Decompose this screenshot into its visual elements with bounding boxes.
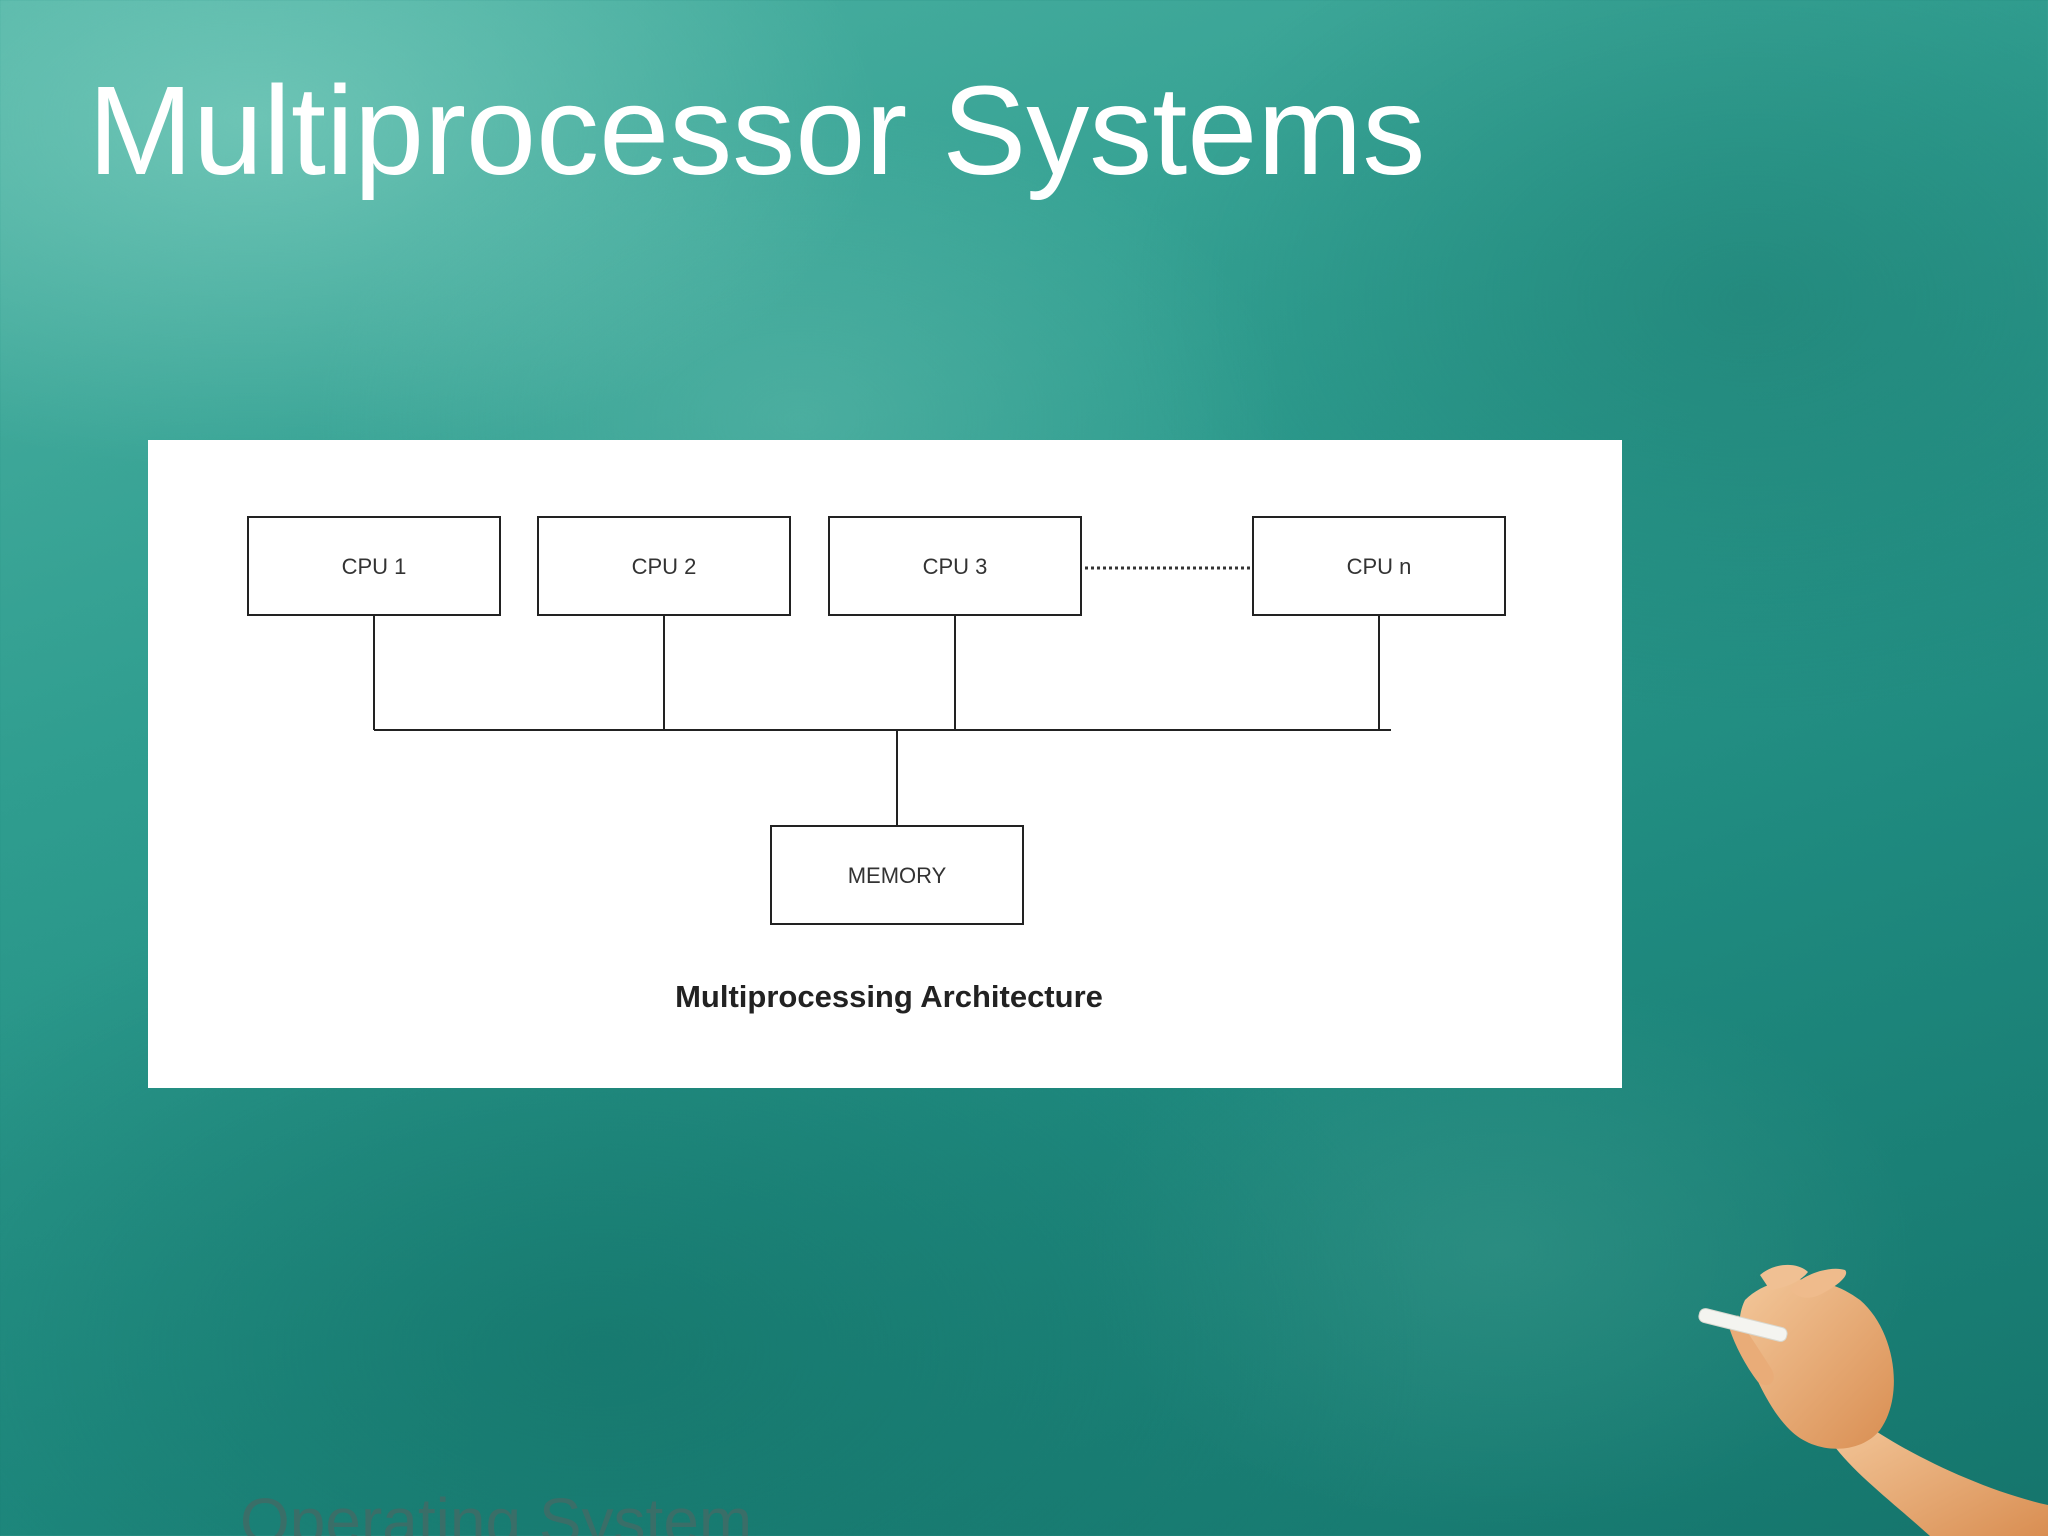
slide-footer: Operating System [240, 1485, 753, 1536]
cpu-2-label: CPU 2 [632, 554, 697, 579]
memory-box [770, 825, 1024, 925]
cpu-1-label: CPU 1 [342, 554, 407, 579]
memory-label: MEMORY [848, 863, 947, 888]
cpu-1-node: CPU 1 [247, 516, 501, 616]
cpu-3-label: CPU 3 [923, 554, 988, 579]
cpu-n-label: CPU n [1347, 554, 1412, 579]
cpu-2-node: CPU 2 [537, 516, 791, 616]
slide-title: Multiprocessor Systems [88, 60, 1426, 201]
cpu-3-node: CPU 3 [828, 516, 1082, 616]
hand-icon [1730, 1264, 2048, 1536]
cpu-n-box [1252, 516, 1506, 616]
chalk-icon [1698, 1308, 1788, 1342]
diagram-canvas: CPU 1 CPU 2 CPU 3 CPU n MEMORY [247, 516, 1506, 1014]
cpu-n-node: CPU n [1252, 516, 1506, 616]
memory-node: MEMORY [770, 825, 1024, 925]
cpu-2-box [537, 516, 791, 616]
cpu-1-box [247, 516, 501, 616]
cpu-3-box [828, 516, 1082, 616]
diagram-caption: Multiprocessing Architecture [675, 979, 1103, 1014]
architecture-diagram: CPU 1 CPU 2 CPU 3 CPU n MEMORY [148, 440, 1622, 1088]
